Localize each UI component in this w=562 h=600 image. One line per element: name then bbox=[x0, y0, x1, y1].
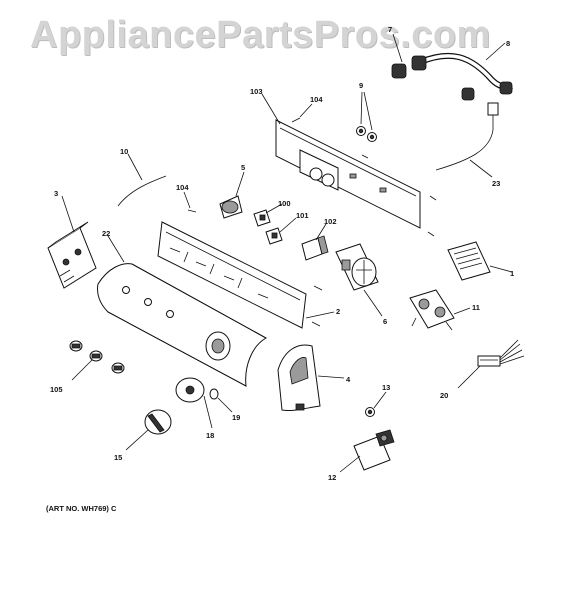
leader-103 bbox=[261, 93, 281, 125]
leader-11 bbox=[453, 307, 471, 315]
wire-harness-23 bbox=[435, 102, 499, 171]
leader-104-left bbox=[183, 191, 191, 209]
callout-104-left: 104 bbox=[176, 183, 189, 192]
leader-19 bbox=[217, 397, 233, 413]
switch-101 bbox=[265, 227, 283, 245]
callout-18: 18 bbox=[206, 431, 214, 440]
callout-11: 11 bbox=[472, 303, 480, 312]
leader-10 bbox=[127, 153, 143, 181]
connector-20 bbox=[477, 339, 525, 367]
screw-small-b bbox=[429, 195, 437, 201]
callout-103: 103 bbox=[250, 87, 263, 96]
water-valve-11 bbox=[409, 289, 455, 331]
callout-102: 102 bbox=[324, 217, 337, 226]
callout-2: 2 bbox=[336, 307, 340, 316]
callout-7: 7 bbox=[388, 25, 392, 34]
leader-104-top bbox=[299, 103, 313, 118]
wire-10 bbox=[117, 175, 167, 207]
leader-6 bbox=[363, 289, 383, 317]
leader-15 bbox=[125, 429, 149, 451]
dial-disc-18 bbox=[175, 377, 205, 403]
callout-3: 3 bbox=[54, 189, 58, 198]
leader-1 bbox=[489, 265, 513, 273]
knobs-105 bbox=[69, 340, 125, 374]
leader-102 bbox=[315, 223, 327, 241]
callout-13: 13 bbox=[382, 383, 390, 392]
leader-7 bbox=[392, 33, 403, 63]
leader-8 bbox=[485, 42, 506, 61]
water-hose-assembly bbox=[391, 52, 513, 101]
clip-19 bbox=[209, 388, 219, 400]
screw-small-a bbox=[361, 154, 369, 159]
watermark-logo: AppliancePartsPros.com bbox=[30, 14, 491, 56]
leader-101 bbox=[279, 217, 297, 233]
control-panel-frame bbox=[157, 221, 307, 329]
callout-12: 12 bbox=[328, 473, 336, 482]
callout-23: 23 bbox=[492, 179, 500, 188]
callout-15: 15 bbox=[114, 453, 122, 462]
leader-20 bbox=[457, 365, 481, 389]
switch-100 bbox=[253, 209, 271, 227]
callout-1: 1 bbox=[510, 269, 514, 278]
callout-100: 100 bbox=[278, 199, 291, 208]
callout-9: 9 bbox=[359, 81, 363, 90]
callout-105: 105 bbox=[50, 385, 63, 394]
leader-18 bbox=[203, 395, 213, 429]
leader-2 bbox=[305, 311, 335, 319]
end-cap-4 bbox=[277, 344, 321, 411]
art-number-note: (ART NO. WH769) C bbox=[46, 504, 117, 513]
leader-3 bbox=[61, 195, 75, 233]
washers bbox=[356, 126, 377, 142]
leader-9a bbox=[360, 91, 363, 125]
callout-10: 10 bbox=[120, 147, 128, 156]
leader-12 bbox=[339, 455, 361, 473]
leader-100 bbox=[265, 203, 283, 214]
timer-6 bbox=[335, 243, 379, 291]
callout-19: 19 bbox=[232, 413, 240, 422]
wiring-label bbox=[447, 241, 491, 281]
leader-5 bbox=[235, 171, 245, 197]
leader-4 bbox=[317, 375, 345, 379]
callout-20: 20 bbox=[440, 391, 448, 400]
callout-5: 5 bbox=[241, 163, 245, 172]
screw-small-c bbox=[427, 231, 435, 237]
callout-8: 8 bbox=[506, 39, 510, 48]
console-22 bbox=[97, 263, 268, 387]
selector-knob-5 bbox=[219, 195, 243, 219]
callout-104-top: 104 bbox=[310, 95, 323, 104]
callout-4: 4 bbox=[346, 375, 351, 384]
leader-23 bbox=[469, 159, 493, 178]
timer-knob-15 bbox=[144, 409, 172, 435]
screw-2b bbox=[311, 321, 321, 327]
leader-22 bbox=[107, 235, 125, 263]
pressure-switch-12 bbox=[353, 429, 395, 471]
callout-6: 6 bbox=[383, 317, 387, 326]
callout-22: 22 bbox=[102, 229, 110, 238]
leader-9b bbox=[363, 91, 373, 131]
switch-102 bbox=[301, 235, 329, 261]
washer-13 bbox=[365, 407, 375, 417]
screw-104-top bbox=[291, 117, 301, 123]
backsplash-panel bbox=[275, 119, 421, 229]
screw-104-left bbox=[187, 209, 197, 213]
leader-13 bbox=[373, 391, 387, 409]
leader-105 bbox=[71, 359, 93, 381]
control-module-3 bbox=[47, 221, 97, 289]
callout-101: 101 bbox=[296, 211, 309, 220]
screw-2a bbox=[313, 285, 323, 291]
